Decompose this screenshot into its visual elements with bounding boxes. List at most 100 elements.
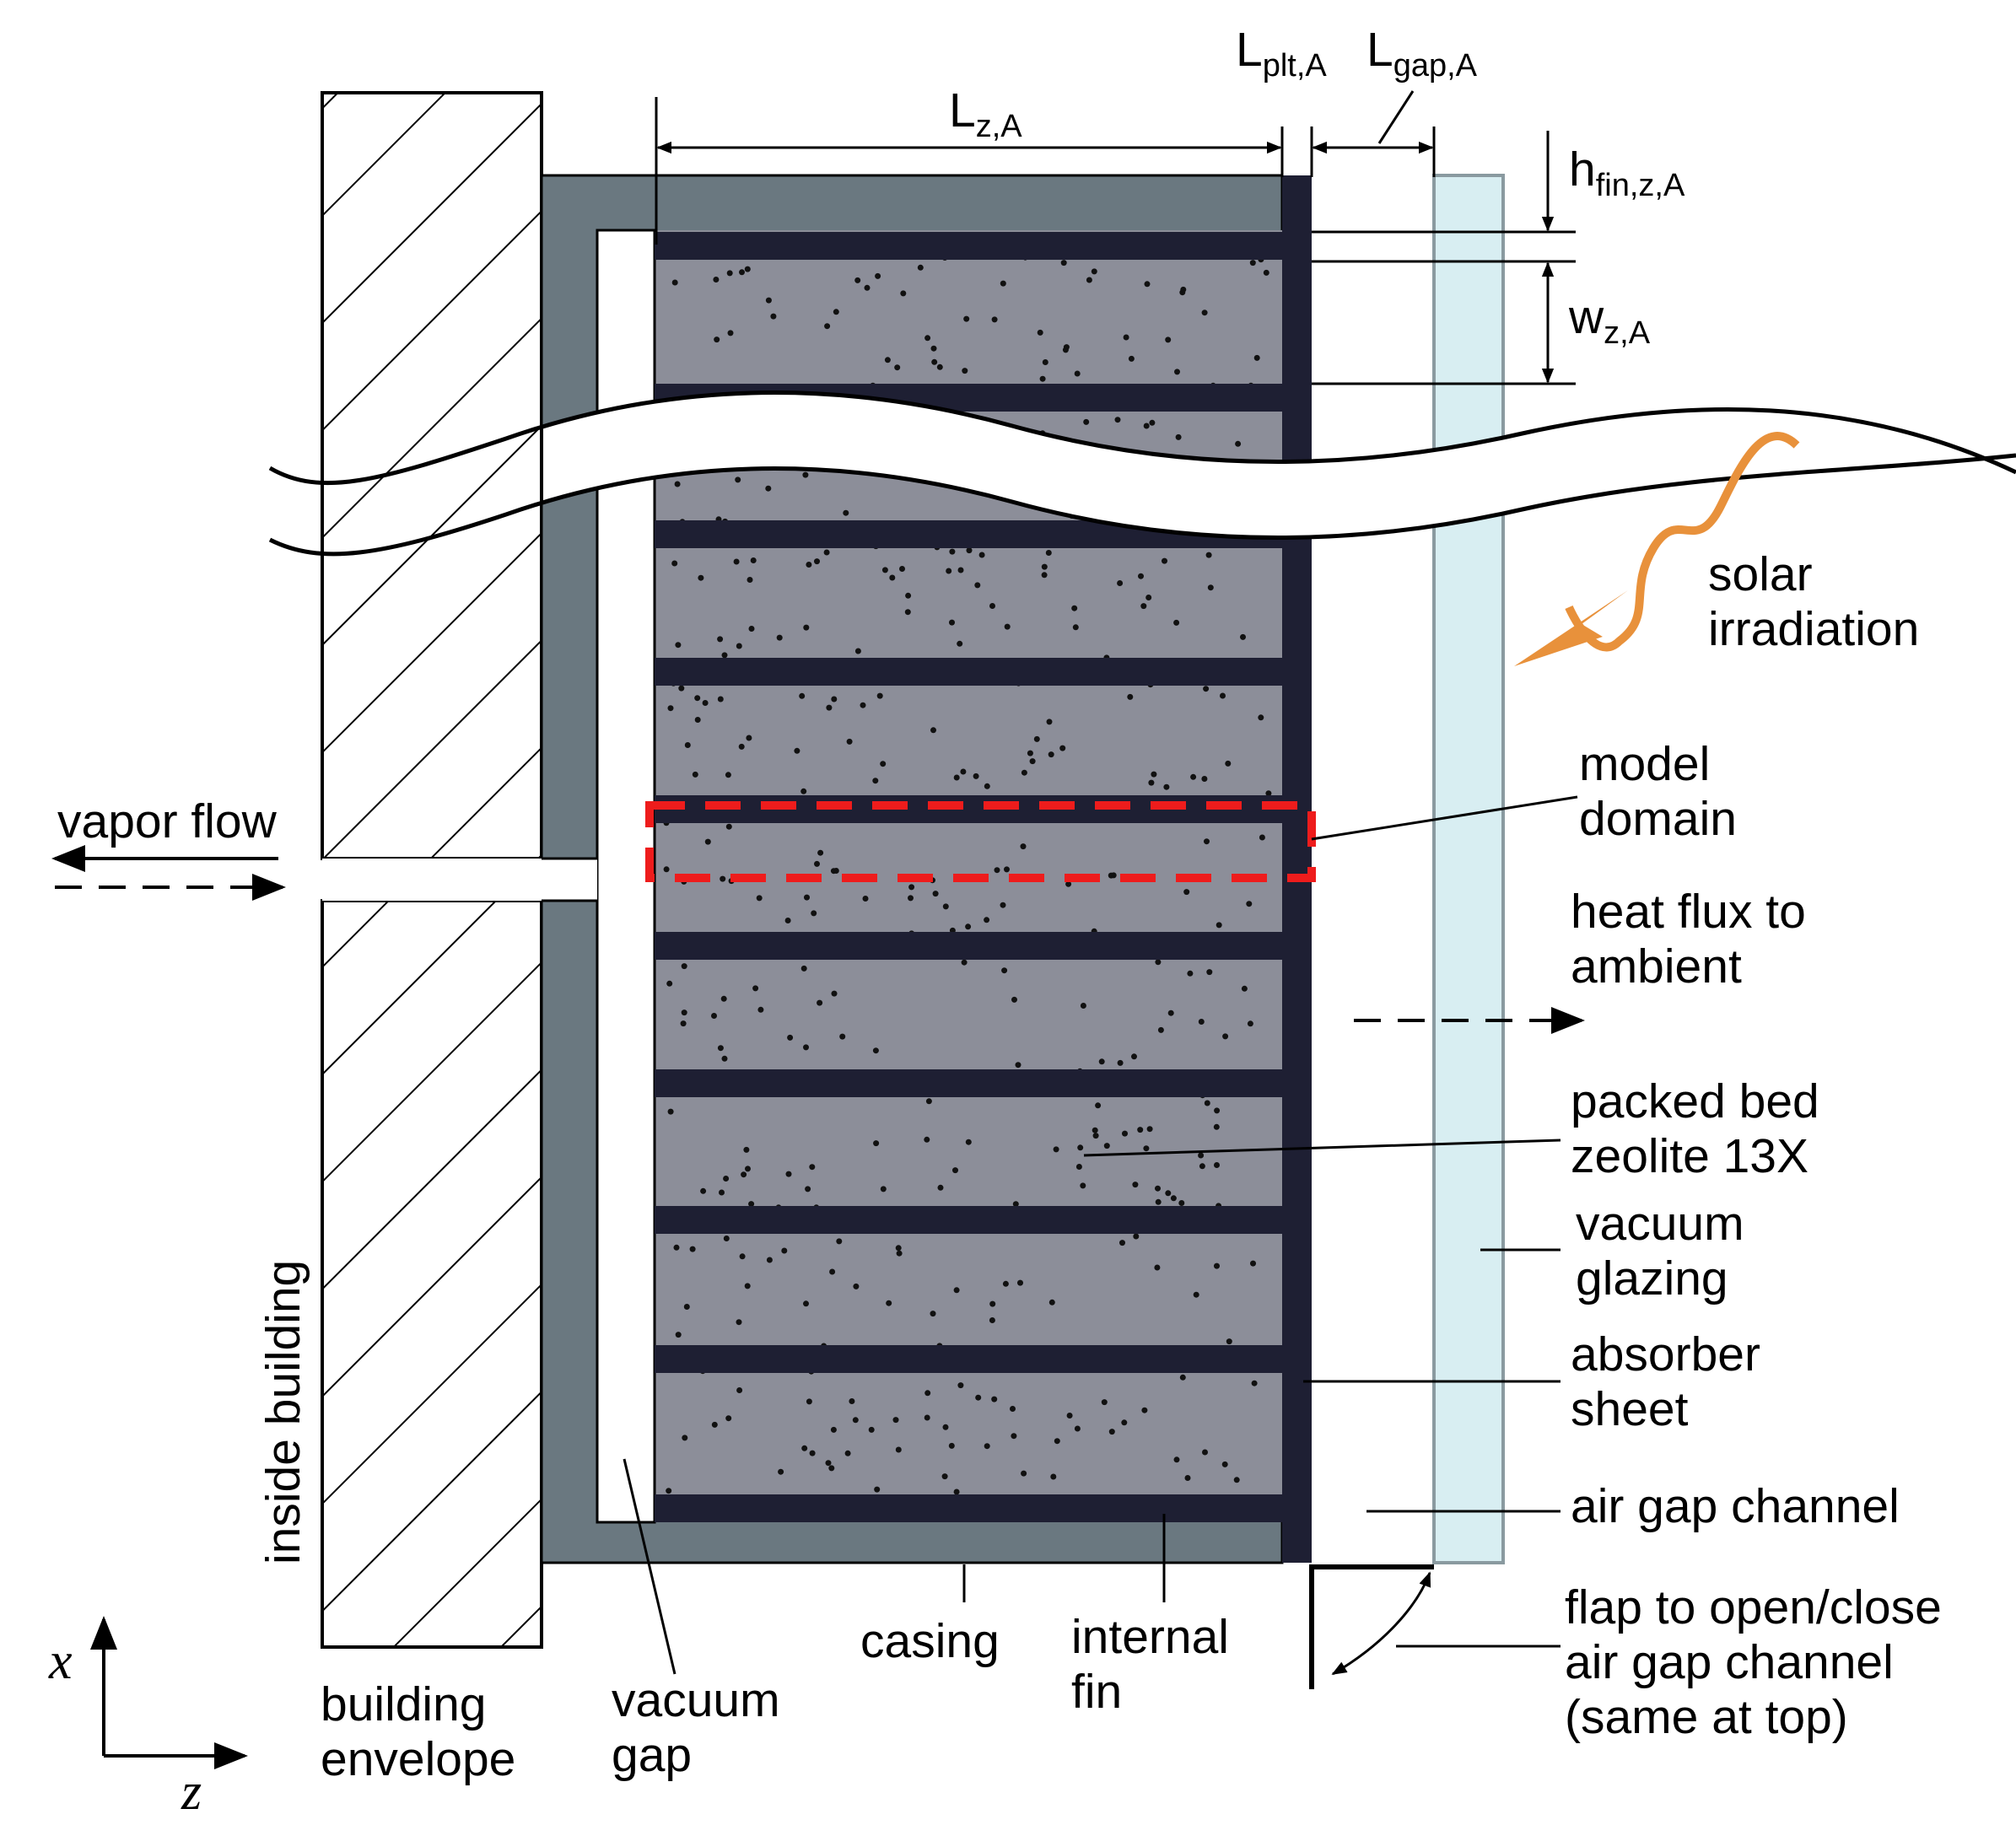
zeolite-particle	[666, 980, 673, 987]
zeolite-particle	[953, 1287, 960, 1294]
zeolite-particle	[748, 626, 755, 632]
zeolite-particle	[989, 1300, 996, 1307]
zeolite-particle	[1092, 1133, 1099, 1139]
zeolite-particle	[924, 1390, 931, 1397]
zeolite-particle	[994, 867, 1000, 874]
zeolite-particle	[965, 1139, 972, 1145]
zeolite-particle	[1132, 1182, 1139, 1188]
zeolite-particle	[1253, 354, 1260, 361]
zeolite-particle	[727, 330, 734, 336]
zeolite-particle	[858, 451, 865, 458]
lplt-label: Lplt,A	[1236, 23, 1327, 83]
zeolite-particle	[840, 447, 847, 454]
zeolite-particle	[826, 704, 833, 711]
zeolite-particle	[960, 768, 967, 775]
zeolite-particle	[991, 1396, 998, 1402]
zeolite-particle	[1249, 260, 1256, 266]
zeolite-particle	[770, 313, 777, 320]
zeolite-particle	[804, 894, 810, 901]
packed-bed-label-1: packed bed	[1571, 1074, 1819, 1128]
zeolite-particle	[1081, 473, 1087, 480]
zeolite-particle	[811, 460, 817, 466]
zeolite-particle	[831, 990, 838, 997]
zeolite-particle	[704, 838, 711, 845]
zeolite-particle	[1000, 902, 1006, 908]
zeolite-particle	[667, 1108, 674, 1115]
zeolite-particle	[678, 685, 685, 692]
zeolite-particle	[1004, 623, 1011, 630]
internal-fin	[655, 1494, 1282, 1522]
building-envelope-label-1: building	[321, 1677, 487, 1731]
zeolite-particle	[1045, 550, 1052, 556]
zeolite-particle	[1214, 1262, 1220, 1269]
zeolite-particle	[932, 891, 939, 897]
vapor-flow-arrows	[51, 845, 286, 901]
zeolite-particle	[948, 1442, 955, 1449]
zeolite-particle	[984, 783, 990, 789]
zeolite-particle	[721, 652, 728, 659]
zeolite-particle	[984, 1443, 990, 1450]
casing-label: casing	[860, 1614, 1000, 1668]
zeolite-particle	[852, 1417, 859, 1424]
zeolite-particle	[864, 284, 871, 291]
zeolite-particle	[823, 549, 830, 556]
zeolite-particle	[1128, 355, 1135, 362]
zeolite-particle	[908, 895, 914, 902]
zeolite-particle	[1233, 1477, 1240, 1483]
zeolite-particle	[1048, 1299, 1055, 1305]
zeolite-particle	[841, 406, 847, 412]
wz-label: wz,A	[1568, 290, 1651, 351]
zeolite-particle	[836, 1238, 843, 1245]
zeolite-particle	[706, 455, 713, 460]
zeolite-particle	[1243, 489, 1250, 496]
zeolite-particle	[674, 481, 681, 487]
vacuum-glazing	[1432, 174, 1505, 483]
zeolite-particle	[1157, 1026, 1164, 1033]
zeolite-particle	[1004, 866, 1010, 873]
zeolite-particle	[1215, 499, 1221, 505]
zeolite-particle	[933, 467, 940, 474]
absorber-sheet	[1282, 455, 1312, 1563]
zeolite-particle	[1175, 433, 1182, 440]
zeolite-particle	[756, 895, 763, 902]
zeolite-particle	[811, 910, 817, 917]
zeolite-particle	[678, 445, 685, 452]
zeolite-particle	[930, 727, 936, 734]
zeolite-particle	[1205, 552, 1212, 558]
zeolite-particle	[738, 743, 745, 750]
zeolite-particle	[1029, 758, 1036, 765]
zeolite-particle	[1225, 760, 1232, 767]
zeolite-particle	[1074, 463, 1081, 470]
zeolite-particle	[1174, 369, 1180, 375]
zeolite-particle	[795, 434, 801, 440]
zeolite-particle	[937, 1184, 944, 1191]
zeolite-particle	[1145, 595, 1152, 600]
zeolite-particle	[1167, 1009, 1174, 1016]
zeolite-particle	[963, 315, 970, 322]
zeolite-particle	[953, 1489, 960, 1495]
zeolite-particle	[872, 1047, 879, 1054]
zeolite-particle	[953, 774, 960, 781]
zeolite-particle	[989, 603, 995, 609]
zeolite-particle	[957, 1382, 964, 1389]
lz-label: Lz,A	[949, 83, 1022, 144]
packed-bed-label-2: zeolite 13X	[1571, 1129, 1808, 1183]
zeolite-particle	[931, 473, 938, 480]
zeolite-particle	[889, 574, 896, 581]
zeolite-particle	[824, 323, 831, 330]
absorber-label-1: absorber	[1571, 1327, 1760, 1381]
zeolite-particle	[784, 918, 791, 923]
zeolite-particle	[1021, 769, 1027, 776]
zeolite-particle	[1143, 1145, 1150, 1152]
zeolite-particle	[663, 866, 670, 873]
zeolite-particle	[1077, 1144, 1084, 1151]
zeolite-particle	[799, 692, 806, 699]
zeolite-particle	[936, 363, 943, 370]
zeolite-particle	[733, 558, 740, 565]
zeolite-particle	[1259, 834, 1265, 841]
zeolite-particle	[714, 456, 721, 463]
zeolite-particle	[1027, 750, 1033, 756]
zeolite-particle	[862, 896, 869, 902]
internal-fin	[655, 658, 1282, 686]
